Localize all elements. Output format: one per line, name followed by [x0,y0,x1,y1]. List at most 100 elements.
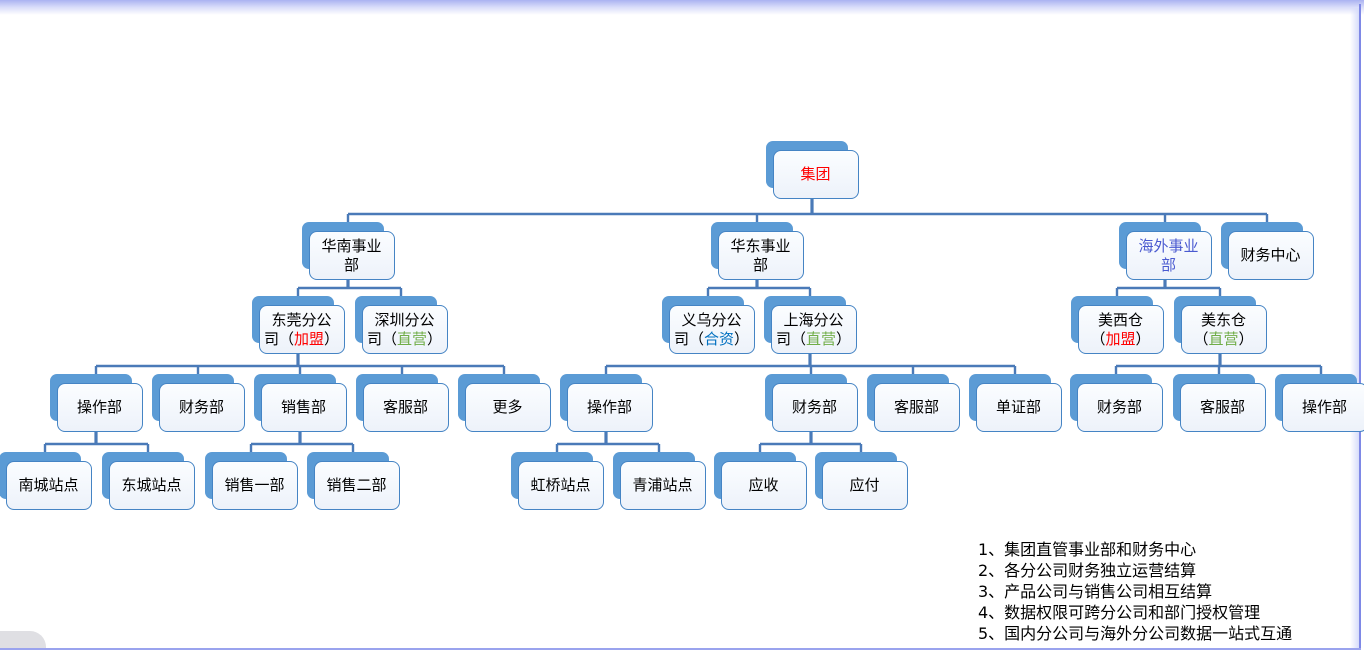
org-node-sh-service[interactable]: 客服部 [866,374,960,432]
node-label-segment: 美东仓 [1200,310,1246,329]
note-line: 4、数据权限可跨分公司和部门授权管理 [978,603,1261,622]
corner-shape [0,631,46,648]
node-card: 青浦站点 [619,461,706,510]
org-node-south-division[interactable]: 华南事业部 [301,222,395,280]
org-node-payable[interactable]: 应付 [814,452,908,510]
node-label-line: 客服部 [1200,398,1245,417]
node-label-segment: 销售二部 [326,476,387,494]
org-node-qingpu-station[interactable]: 青浦站点 [612,452,706,510]
node-card: 销售部 [260,383,347,432]
node-label-segment: 单证部 [995,398,1041,416]
node-label-line: （直营） [1193,330,1253,349]
org-node-hongqiao-station[interactable]: 虹桥站点 [510,452,604,510]
org-node-sh-documentation[interactable]: 单证部 [968,374,1062,432]
node-label-line: 更多 [492,398,522,417]
org-node-use-service[interactable]: 客服部 [1172,374,1266,432]
node-card: 财务部 [1076,383,1163,432]
node-label-line: 应付 [849,476,879,495]
node-label-segment: 更多 [492,398,523,416]
node-card: 应付 [821,461,908,510]
node-card: 客服部 [362,383,449,432]
note-line: 5、国内分公司与海外分公司数据一站式互通 [978,624,1293,643]
node-label-segment: 加盟 [293,329,324,348]
window-top-edge [0,0,1364,15]
node-label-segment: 司（ [775,329,806,348]
node-label-segment: 财务中心 [1240,246,1301,264]
node-label-segment: 销售一部 [224,476,285,494]
node-label-segment: 合资 [703,329,734,348]
org-node-shanghai-branch[interactable]: 上海分公司（直营） [763,296,857,354]
node-label-segment: 直营 [1208,329,1239,348]
node-label-line: 美东仓 [1201,311,1246,330]
org-node-shenzhen-branch[interactable]: 深圳分公司（直营） [354,296,448,354]
node-label-segment: 东城站点 [121,476,182,494]
org-node-nancheng-station[interactable]: 南城站点 [0,452,92,510]
org-node-yiwu-branch[interactable]: 义乌分公司（合资） [661,296,755,354]
node-label-line: 司（直营） [367,330,442,349]
node-label-line: 司（合资） [674,330,749,349]
node-card: 财务部 [158,383,245,432]
node-label-segment: 上海分公 [783,310,844,329]
node-card: 美西仓（加盟） [1077,305,1164,354]
org-node-sh-finance[interactable]: 财务部 [764,374,858,432]
node-label-segment: ） [734,329,750,348]
node-label-segment: 销售部 [280,398,326,416]
node-label-segment: 集团 [800,165,831,183]
org-node-dg-service[interactable]: 客服部 [355,374,449,432]
org-node-dg-more[interactable]: 更多 [457,374,551,432]
node-label-line: 部 [1161,256,1176,275]
node-card: 美东仓（直营） [1180,305,1267,354]
node-label-segment: 直营 [805,329,836,348]
node-label-segment: ） [427,329,443,348]
node-card: 应收 [720,461,807,510]
node-label-line: 单证部 [996,398,1041,417]
node-card: 销售二部 [313,461,400,510]
node-card: 深圳分公司（直营） [361,305,448,354]
node-card: 客服部 [873,383,960,432]
node-label-line: 上海分公 [783,311,843,330]
node-label-segment: 部 [1160,255,1176,274]
node-label-segment: ） [324,329,340,348]
node-label-segment: 应付 [849,476,880,494]
node-label-segment: 虹桥站点 [530,476,591,494]
org-node-dg-operations[interactable]: 操作部 [49,374,143,432]
org-node-receivable[interactable]: 应收 [713,452,807,510]
org-node-dg-sales[interactable]: 销售部 [253,374,347,432]
node-card: 上海分公司（直营） [770,305,857,354]
node-card: 东城站点 [108,461,195,510]
node-label-line: 司（直营） [776,330,851,349]
org-node-dg-finance[interactable]: 财务部 [151,374,245,432]
org-node-use-finance[interactable]: 财务部 [1069,374,1163,432]
node-card: 东莞分公司（加盟） [258,305,345,354]
node-card: 虹桥站点 [517,461,604,510]
node-label-line: 青浦站点 [632,476,692,495]
org-node-finance-center[interactable]: 财务中心 [1220,222,1314,280]
node-label-segment: 部 [343,255,359,274]
org-node-east-division[interactable]: 华东事业部 [710,222,804,280]
node-label-line: 销售一部 [224,476,284,495]
org-node-group[interactable]: 集团 [765,141,859,199]
org-node-dongguan-branch[interactable]: 东莞分公司（加盟） [251,296,345,354]
org-node-dongcheng-station[interactable]: 东城站点 [101,452,195,510]
org-node-sales-dept-2[interactable]: 销售二部 [306,452,400,510]
node-label-segment: 加盟 [1105,329,1136,348]
node-label-segment: 操作部 [1301,398,1347,416]
node-card: 义乌分公司（合资） [668,305,755,354]
node-label-line: 销售二部 [326,476,386,495]
node-label-line: 操作部 [77,398,122,417]
org-node-us-west-warehouse[interactable]: 美西仓（加盟） [1070,296,1164,354]
window-right-edge [1359,4,1361,650]
node-label-segment: 美西仓 [1097,310,1143,329]
node-label-segment: 司（ [673,329,704,348]
org-node-use-operations[interactable]: 操作部 [1274,374,1364,432]
node-label-line: 应收 [748,476,778,495]
org-node-us-east-warehouse[interactable]: 美东仓（直营） [1173,296,1267,354]
node-card: 客服部 [1179,383,1266,432]
node-label-segment: 直营 [396,329,427,348]
node-card: 更多 [464,383,551,432]
org-node-sales-dept-1[interactable]: 销售一部 [204,452,298,510]
node-label-line: 义乌分公 [681,311,741,330]
org-node-overseas-division[interactable]: 海外事业部 [1118,222,1212,280]
org-node-sh-operations[interactable]: 操作部 [559,374,653,432]
